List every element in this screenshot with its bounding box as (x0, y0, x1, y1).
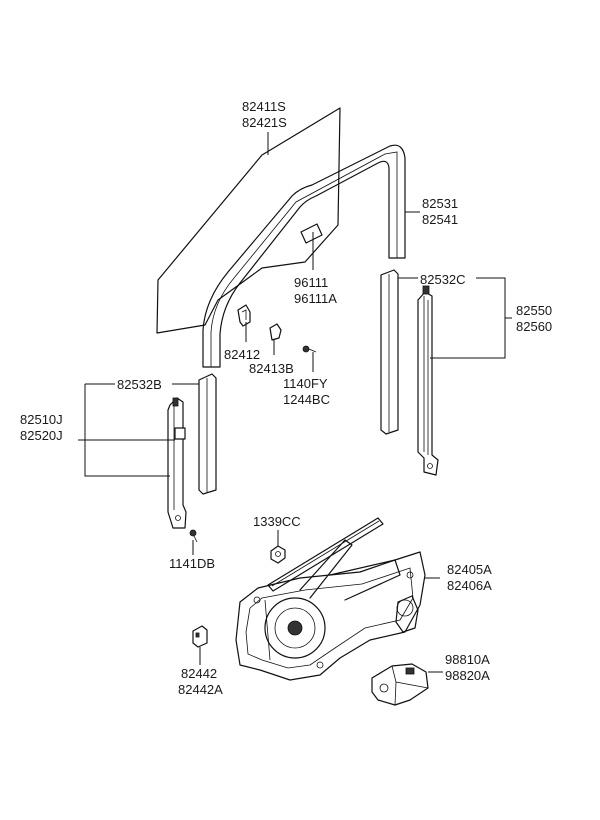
bolt-1140FY (302, 345, 317, 353)
screw-1141DB (189, 529, 198, 543)
label-regulator-2: 82406A (447, 578, 492, 593)
clip-82413B (269, 323, 282, 341)
label-bolt-1: 1140FY (283, 376, 328, 391)
label-run-front: 82532B (117, 377, 162, 392)
label-holder-2: 82442A (178, 682, 223, 697)
label-bolt-2: 1244BC (283, 392, 330, 407)
label-regulator-1: 82405A (447, 562, 492, 577)
regulator-assembly (235, 517, 426, 681)
label-sash-channel-2: 82541 (422, 212, 458, 227)
label-sticker-2: 96111A (294, 291, 337, 306)
label-sash-channel-1: 82531 (422, 196, 458, 211)
clip-82412 (237, 304, 251, 327)
label-motor-1: 98810A (445, 652, 490, 667)
window-run-channel (202, 144, 406, 368)
label-clip-a: 82412 (224, 347, 260, 362)
label-screw: 1141DB (169, 556, 215, 571)
label-glass-1: 82411S (242, 99, 286, 114)
door-glass (156, 107, 341, 334)
label-run-rear: 82532C (420, 272, 466, 287)
label-rear-channel-2: 82560 (516, 319, 552, 334)
label-motor-2: 98820A (445, 668, 490, 683)
label-holder-1: 82442 (181, 666, 217, 681)
front-channel (167, 397, 187, 529)
label-front-channel-2: 82520J (20, 428, 63, 443)
label-sticker-1: 96111 (294, 275, 328, 290)
nut-1339CC (270, 545, 286, 564)
label-nut: 1339CC (253, 514, 301, 529)
leader-lines (78, 132, 512, 673)
label-rear-channel-1: 82550 (516, 303, 552, 318)
rear-channel (417, 285, 439, 476)
label-clip-b: 82413B (249, 361, 294, 376)
holder-82442 (192, 625, 208, 648)
part-labels: 82411S 82421S 82531 82541 96111 96111A 8… (20, 99, 552, 697)
label-front-channel-1: 82510J (20, 412, 63, 427)
front-lower-run (198, 373, 217, 495)
rear-lower-run (380, 269, 399, 435)
power-window-motor (371, 663, 429, 706)
label-glass-2: 82421S (242, 115, 287, 130)
